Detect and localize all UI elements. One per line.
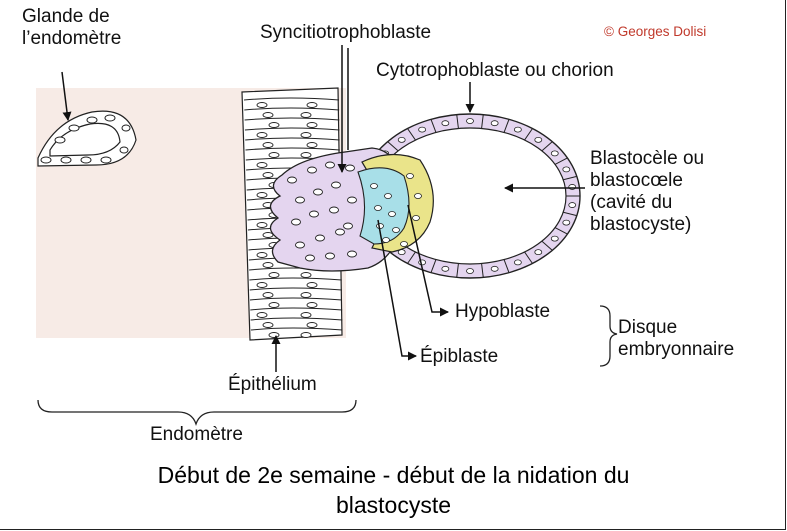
epithelium-nucleus bbox=[263, 323, 273, 328]
epithelium-nucleus bbox=[263, 263, 273, 268]
epithelium-nucleus bbox=[307, 123, 317, 128]
epithelium-nucleus bbox=[263, 143, 273, 148]
epithelium-nucleus bbox=[263, 173, 273, 178]
epithelium-nucleus bbox=[257, 313, 267, 318]
epithelium-nucleus bbox=[301, 153, 311, 158]
epithelium-nucleus bbox=[257, 283, 267, 288]
label-disque-line1: Disque bbox=[618, 317, 677, 339]
label-blastocele-line2: blastocœle bbox=[590, 170, 683, 192]
epithelium-nucleus bbox=[257, 193, 267, 198]
epithelium-nucleus bbox=[307, 103, 317, 108]
trophoblast-nucleus bbox=[442, 266, 449, 271]
endometre-brace bbox=[38, 400, 356, 424]
credit-text: © Georges Dolisi bbox=[604, 24, 706, 39]
label-endometre: Endomètre bbox=[150, 424, 243, 446]
disc-nucleus bbox=[371, 184, 378, 189]
epithelium-nucleus bbox=[301, 293, 311, 298]
disc-nucleus bbox=[389, 212, 396, 217]
label-glande-line1: Glande de bbox=[22, 6, 110, 28]
syncytio-nucleus bbox=[296, 197, 305, 203]
label-blastocele-line1: Blastocèle ou bbox=[590, 148, 704, 170]
label-glande-line2: l’endomètre bbox=[22, 28, 121, 50]
trophoblast-nucleus bbox=[419, 127, 426, 132]
label-blastocele-line3: (cavité du bbox=[590, 192, 672, 214]
label-cytotrophoblaste: Cytotrophoblaste ou chorion bbox=[376, 60, 614, 82]
trophoblast-nucleus bbox=[442, 121, 449, 126]
trophoblast-nucleus bbox=[535, 250, 542, 255]
syncytio-nucleus bbox=[348, 197, 357, 203]
epithelium-nucleus bbox=[269, 273, 279, 278]
syncytio-nucleus bbox=[332, 182, 341, 188]
epithelium-nucleus bbox=[307, 143, 317, 148]
trophoblast-nucleus bbox=[419, 260, 426, 265]
epithelium-nucleus bbox=[301, 113, 311, 118]
trophoblast-nucleus bbox=[514, 127, 521, 132]
epithelium-nucleus bbox=[257, 133, 267, 138]
syncytio-nucleus bbox=[326, 253, 335, 259]
syncytio-nucleus bbox=[288, 177, 297, 183]
disc-nucleus bbox=[415, 194, 422, 199]
epithelium-nucleus bbox=[307, 323, 317, 328]
epithelium-nucleus bbox=[301, 333, 311, 338]
label-syncytiotrophoblaste: Syncitiotrophoblaste bbox=[260, 22, 431, 44]
disc-nucleus bbox=[401, 242, 408, 247]
syncytio-nucleus bbox=[310, 211, 319, 217]
epithelium-nucleus bbox=[269, 153, 279, 158]
caption-line1: Début de 2e semaine - début de la nidati… bbox=[0, 460, 787, 490]
syncytio-nucleus bbox=[308, 167, 317, 173]
epiblaste-layer bbox=[358, 168, 409, 244]
epithelium-nucleus bbox=[257, 253, 267, 258]
epithelium-nucleus bbox=[269, 123, 279, 128]
label-disque-line2: embryonnaire bbox=[618, 339, 734, 361]
syncytio-nucleus bbox=[296, 242, 305, 248]
epithelium-nucleus bbox=[301, 273, 311, 278]
trophoblast-nucleus bbox=[569, 203, 576, 208]
syncytio-nucleus bbox=[306, 255, 315, 261]
trophoblast-nucleus bbox=[551, 151, 558, 156]
epithelium-nucleus bbox=[269, 303, 279, 308]
label-epiblaste: Épiblaste bbox=[420, 346, 498, 368]
disc-nucleus bbox=[393, 228, 400, 233]
disc-nucleus bbox=[375, 206, 382, 211]
trophoblast-nucleus bbox=[514, 260, 521, 265]
trophoblast-nucleus bbox=[467, 269, 474, 274]
syncytio-nucleus bbox=[314, 189, 323, 195]
epithelium-nucleus bbox=[263, 233, 273, 238]
caption-line2: blastocyste bbox=[0, 490, 787, 520]
syncytio-nucleus bbox=[346, 165, 355, 171]
epithelium-nucleus bbox=[307, 283, 317, 288]
epithelium-nucleus bbox=[263, 293, 273, 298]
epithelium-nucleus bbox=[257, 163, 267, 168]
trophoblast-nucleus bbox=[467, 119, 474, 124]
label-epithelium: Épithélium bbox=[228, 374, 317, 396]
epithelium-nucleus bbox=[269, 333, 279, 338]
trophoblast-nucleus bbox=[398, 137, 405, 142]
disc-nucleus bbox=[383, 238, 390, 243]
syncytio-nucleus bbox=[292, 219, 301, 225]
syncytio-nucleus bbox=[348, 251, 357, 257]
trophoblast-nucleus bbox=[491, 266, 498, 271]
syncytio-nucleus bbox=[316, 235, 325, 241]
trophoblast-nucleus bbox=[551, 236, 558, 241]
trophoblast-nucleus bbox=[563, 220, 570, 225]
epithelium-nucleus bbox=[301, 313, 311, 318]
disc-nucleus bbox=[413, 216, 420, 221]
trophoblast-nucleus bbox=[563, 167, 570, 172]
disc-nucleus bbox=[385, 194, 392, 199]
epithelium-nucleus bbox=[257, 223, 267, 228]
epithelium-nucleus bbox=[257, 103, 267, 108]
trophoblast-nucleus bbox=[535, 137, 542, 142]
syncytio-nucleus bbox=[336, 229, 345, 235]
epithelium-nucleus bbox=[301, 133, 311, 138]
epithelium-nucleus bbox=[263, 113, 273, 118]
disc-nucleus bbox=[407, 174, 414, 179]
label-hypoblaste: Hypoblaste bbox=[455, 301, 550, 323]
syncytio-nucleus bbox=[330, 207, 339, 213]
label-blastocele-line4: blastocyste) bbox=[590, 214, 691, 236]
trophoblast-nucleus bbox=[491, 121, 498, 126]
disque-brace bbox=[600, 306, 617, 366]
syncytio-nucleus bbox=[326, 162, 335, 168]
epithelium-nucleus bbox=[307, 303, 317, 308]
syncytio-nucleus bbox=[344, 223, 353, 229]
